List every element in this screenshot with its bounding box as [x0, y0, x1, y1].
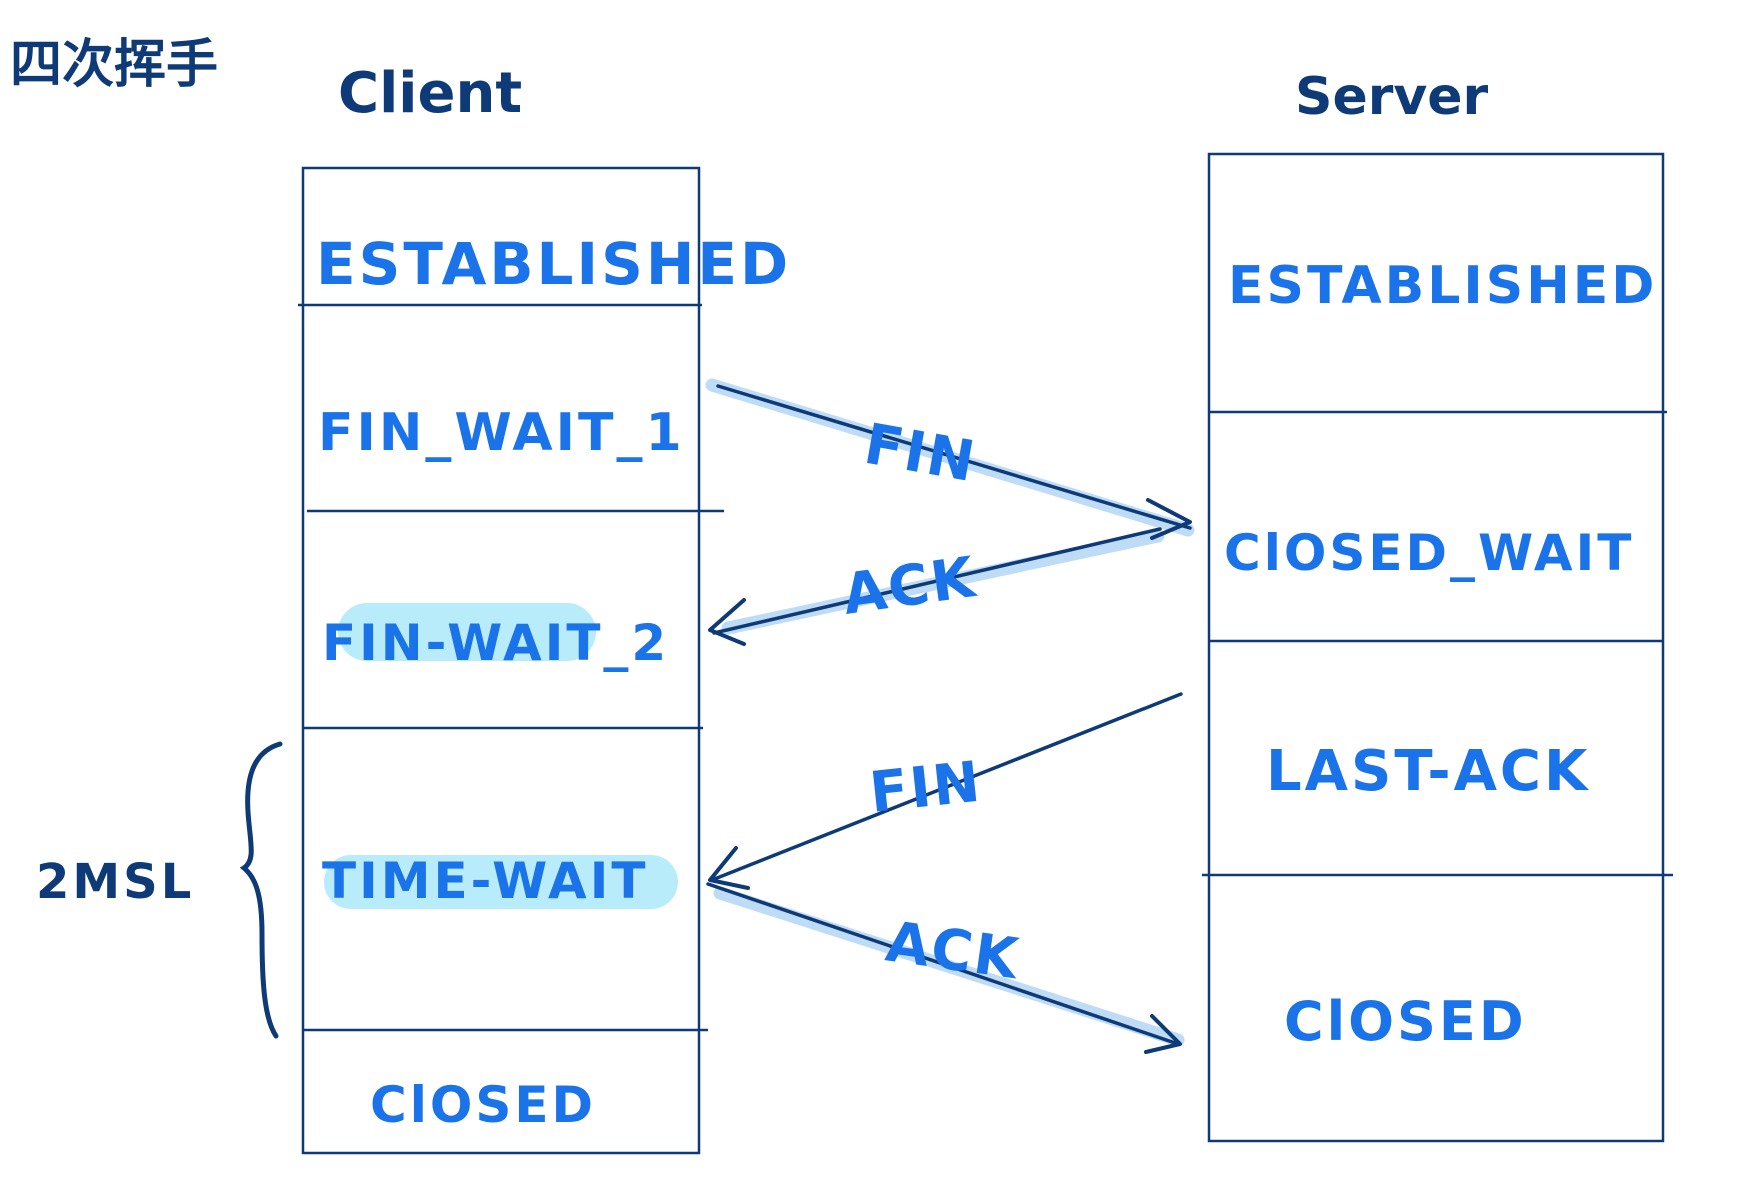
arrow-fin-1: [716, 384, 1192, 530]
server-header: Server: [1295, 67, 1489, 127]
server-state-established: ESTABLISHED: [1228, 256, 1657, 316]
message-label-ack-1: ACK: [839, 545, 981, 628]
server-state-closed-wait: ClOSED_WAIT: [1224, 524, 1634, 582]
client-state-time-wait: TIME-WAIT: [322, 852, 648, 910]
arrow-ack-1-shaft: [712, 527, 1162, 635]
client-state-established: ESTABLISHED: [316, 230, 791, 298]
fin-wait-2-highlight: [338, 603, 596, 661]
server-column-frame: [1207, 152, 1665, 1143]
arrow-ack-2: [706, 882, 1180, 1046]
fin-1-arrowhead-icon: [1146, 498, 1192, 540]
arrow-ack-2-shaft: [706, 882, 1180, 1046]
ack-2-arrowhead-icon: [1144, 1014, 1182, 1054]
server-column: [1202, 152, 1673, 1143]
message-label-fin-1: FIN: [860, 412, 982, 495]
arrow-ack-1: [712, 527, 1162, 635]
client-state-fin-wait-1: FIN_WAIT_1: [318, 403, 685, 463]
ack-1-arrowhead-icon: [708, 598, 746, 646]
server-state-closed: ClOSED: [1284, 990, 1527, 1053]
server-state-last-ack: LAST-ACK: [1266, 739, 1590, 804]
arrowheads: [708, 498, 1192, 1054]
fin-2-arrowhead-icon: [708, 846, 750, 890]
client-header: Client: [338, 61, 522, 126]
client-column-frame: [301, 166, 701, 1155]
arrow-fin-1-shaft: [716, 384, 1192, 530]
client-state-fin-wait-2: FIN-WAIT_2: [322, 614, 669, 672]
arrow-fin-2: [710, 692, 1183, 882]
message-arrows: [706, 384, 1192, 1046]
arrow-fin-2-shaft: [710, 692, 1183, 882]
diagram-title: 四次挥手: [10, 35, 218, 95]
time-wait-highlight: [324, 855, 678, 909]
time-wait-brace: [239, 741, 283, 1039]
timer-label: 2MSL: [36, 854, 194, 910]
message-label-fin-2: FIN: [867, 750, 985, 826]
client-state-closed: ClOSED: [370, 1076, 596, 1134]
message-label-ack-2: ACK: [882, 909, 1024, 992]
client-column: [298, 166, 724, 1155]
